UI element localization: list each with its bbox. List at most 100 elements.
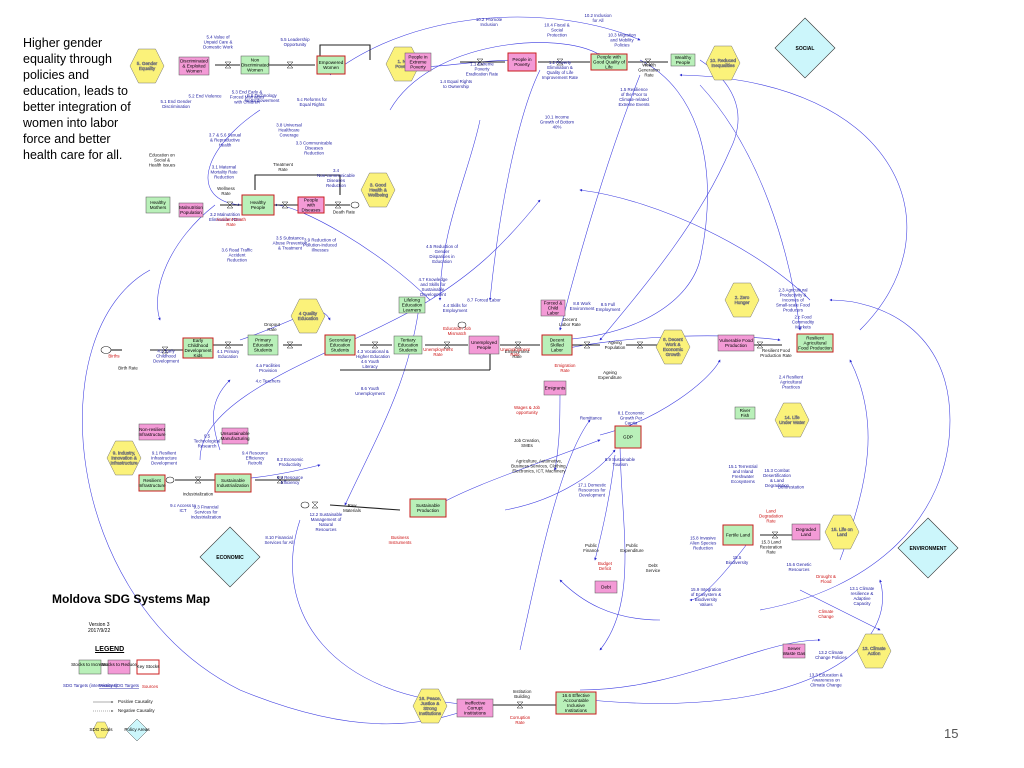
svg-text:Agricultural: Agricultural [804,341,827,346]
svg-text:Degradation: Degradation [765,483,789,488]
svg-text:Students: Students [331,348,350,353]
svg-text:Tertiary: Tertiary [400,338,416,343]
svg-text:5.5 Leadership: 5.5 Leadership [280,37,310,42]
svg-text:Primary: Primary [255,338,272,343]
svg-text:Deficit: Deficit [599,566,612,571]
svg-text:of the Poor to: of the Poor to [621,92,648,97]
svg-text:15.5: 15.5 [733,555,742,560]
svg-text:to Ownership: to Ownership [443,84,469,89]
svg-text:Education: Education [432,259,452,264]
svg-text:Policies: Policies [614,43,630,48]
legend-policy-areas: Policy Areas [124,727,150,732]
svg-text:2.4 Resilient: 2.4 Resilient [779,375,804,380]
svg-text:Wages & Job: Wages & Job [514,405,541,410]
map-label: 3.9 Reduction ofPollution-InducedIllness… [303,238,337,253]
svg-text:Capacity: Capacity [853,601,871,606]
svg-text:ENVIRONMENT: ENVIRONMENT [910,546,947,552]
svg-text:10.2 Inclusion: 10.2 Inclusion [584,13,612,18]
map-label: Deforestation [778,485,805,490]
svg-text:Industrialization: Industrialization [191,515,222,520]
svg-text:Unsustainable: Unsustainable [220,431,250,436]
svg-text:People: People [304,198,319,203]
version-label: Version 3 [88,622,110,628]
svg-text:Waste Gas: Waste Gas [783,651,806,656]
svg-text:Resilient Food: Resilient Food [762,348,791,353]
svg-text:9.c Access to: 9.c Access to [170,503,196,508]
svg-text:with Children: with Children [234,100,260,105]
svg-text:4.3 Vocational &: 4.3 Vocational & [357,349,389,354]
svg-text:& Exploited: & Exploited [182,64,206,69]
svg-text:Institutions: Institutions [464,711,487,716]
svg-text:Infrastructure: Infrastructure [138,432,166,437]
intro-note: Higher gender equality through policies … [23,36,131,162]
svg-text:4.c Teachers: 4.c Teachers [256,379,282,384]
svg-text:Practices: Practices [782,385,801,390]
svg-text:5.4 Value of: 5.4 Value of [206,35,230,40]
svg-text:13.3 Education &: 13.3 Education & [809,673,843,678]
svg-text:Reduction: Reduction [693,546,713,551]
svg-text:Women: Women [247,68,263,73]
svg-text:17.1 Domestic: 17.1 Domestic [578,483,607,488]
svg-text:Reduction: Reduction [214,175,234,180]
svg-text:opportunity: opportunity [516,410,539,415]
svg-text:8.5 Full: 8.5 Full [601,302,615,307]
svg-text:3.8 Universal: 3.8 Universal [276,123,302,128]
svg-text:Finance: Finance [583,548,599,553]
svg-text:Diseases: Diseases [302,208,322,213]
svg-text:Healthcare: Healthcare [278,128,300,133]
svg-text:Action: Action [868,651,881,656]
svg-text:Elimination &: Elimination & [547,65,573,70]
svg-text:Wealthy: Wealthy [675,55,692,60]
svg-text:15.3 Combat: 15.3 Combat [764,468,790,473]
svg-text:Institutions: Institutions [565,708,588,713]
svg-text:Treatment: Treatment [273,162,294,167]
stocks-to-reduce: Discriminated& ExploitedWomenMalnutritio… [138,52,821,718]
svg-text:Health &: Health & [369,188,387,193]
svg-text:Mothers: Mothers [150,205,167,210]
svg-text:Budget: Budget [598,561,613,566]
svg-text:Rate: Rate [221,191,231,196]
svg-text:Non: Non [251,58,260,63]
svg-text:& Treatment: & Treatment [278,246,303,251]
svg-text:Accident Death: Accident Death [216,217,246,222]
svg-text:4.2 Early: 4.2 Early [157,349,175,354]
svg-text:Education Job: Education Job [443,326,471,331]
svg-text:Growth Per: Growth Per [620,416,643,421]
svg-text:Land: Land [801,532,812,537]
svg-text:Debt: Debt [601,585,611,590]
map-label: Drought &Flood [816,574,836,584]
svg-text:Births: Births [108,354,120,359]
svg-text:Tourism: Tourism [612,462,628,467]
svg-text:40%: 40% [553,125,562,130]
flow-valves [161,58,779,709]
map-label: Births [108,354,120,359]
svg-text:Production: Production [725,343,747,348]
svg-text:resilience &: resilience & [851,591,874,596]
svg-text:Agricultural: Agricultural [780,380,802,385]
svg-text:Resources: Resources [316,527,338,532]
svg-text:Labor: Labor [547,311,559,316]
